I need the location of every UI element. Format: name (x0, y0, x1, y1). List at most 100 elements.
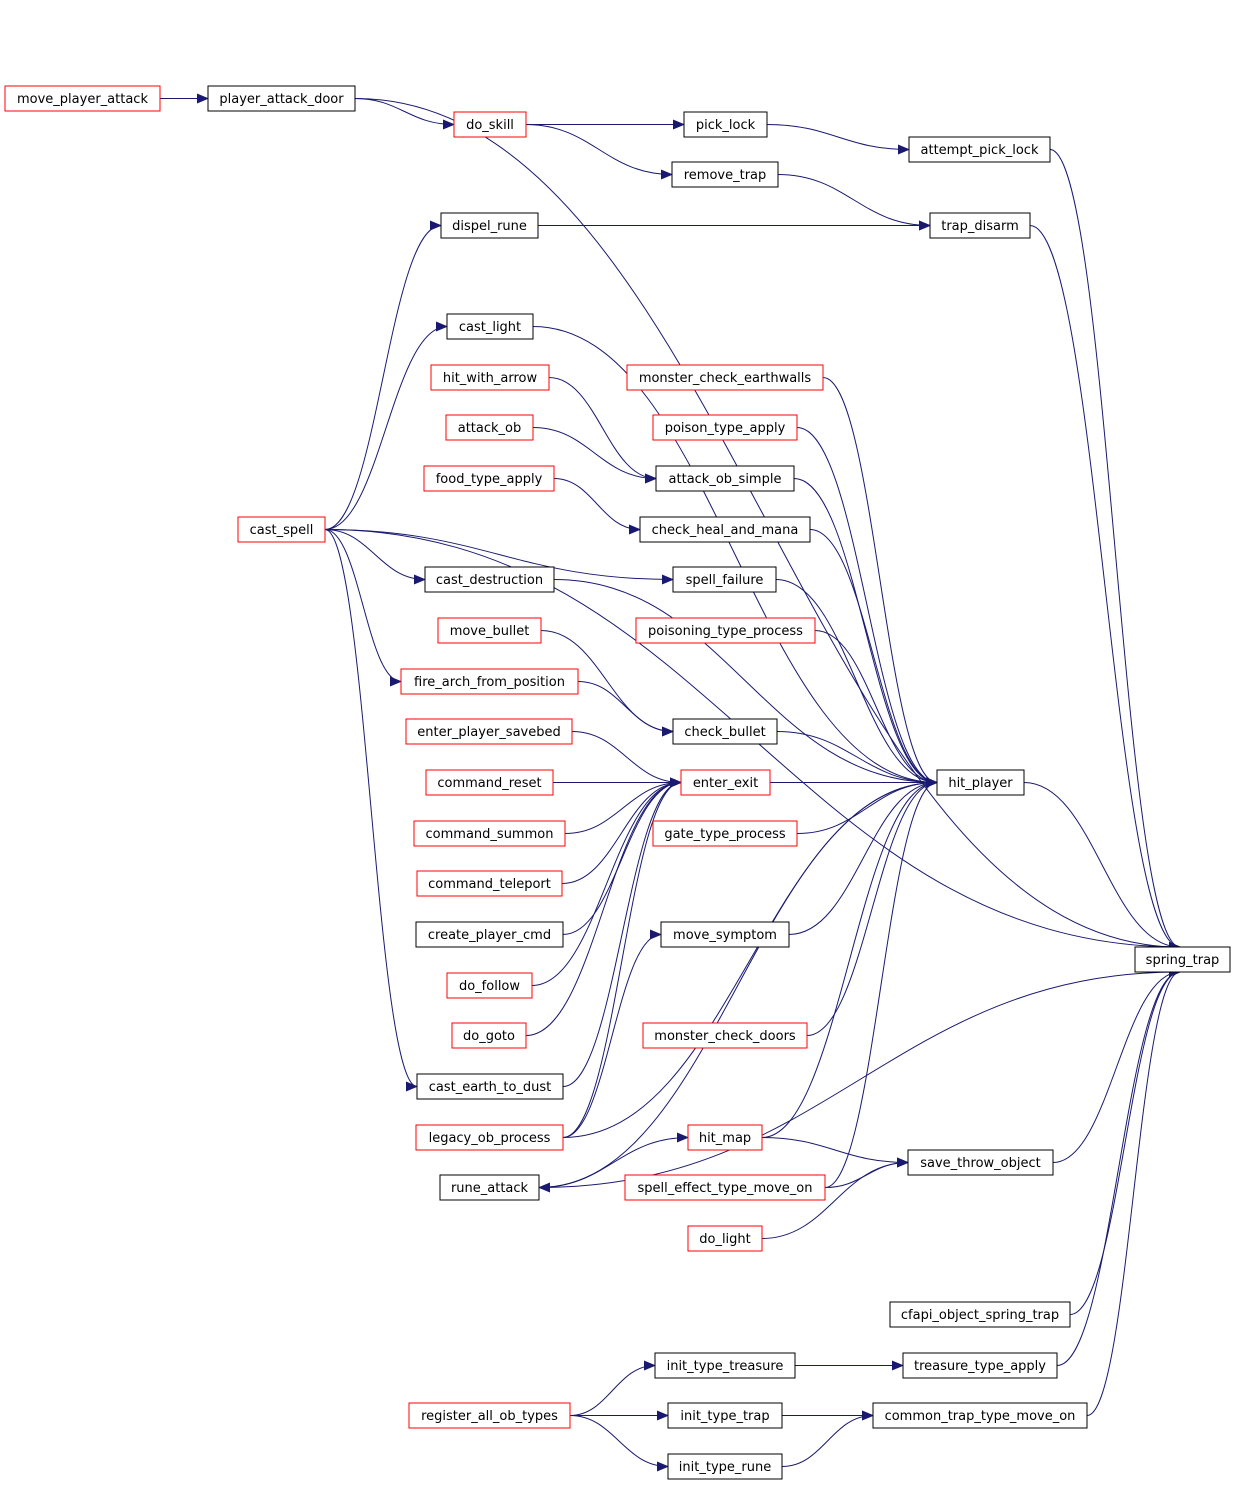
edge-spell_failure-to-hit_player (775, 579, 938, 788)
node-enter_exit[interactable]: enter_exit (680, 769, 771, 796)
node-label: check_heal_and_mana (652, 523, 799, 538)
node-box (936, 769, 1025, 796)
node-register_all_ob_types[interactable]: register_all_ob_types (408, 1402, 571, 1429)
node-label: player_attack_door (219, 92, 344, 107)
node-hit_with_arrow[interactable]: hit_with_arrow (430, 364, 550, 391)
node-legacy_ob_process[interactable]: legacy_ob_process (415, 1124, 564, 1151)
edge-legacy_ob_process-to-enter_exit (562, 777, 682, 1138)
node-label: attack_ob (458, 421, 522, 436)
node-box (624, 1174, 826, 1201)
node-rune_attack[interactable]: rune_attack (439, 1174, 540, 1201)
node-init_type_rune[interactable]: init_type_rune (667, 1453, 783, 1480)
node-food_type_apply[interactable]: food_type_apply (423, 465, 555, 492)
node-cfapi_object_spring_trap[interactable]: cfapi_object_spring_trap (889, 1301, 1071, 1328)
node-cast_earth_to_dust[interactable]: cast_earth_to_dust (416, 1073, 564, 1100)
node-box (687, 1225, 763, 1252)
node-spell_effect_type_move_on[interactable]: spell_effect_type_move_on (624, 1174, 826, 1201)
edge-arrow (564, 777, 682, 834)
node-label: do_light (699, 1232, 751, 1247)
node-label: cast_light (459, 320, 521, 335)
node-box (680, 769, 771, 796)
node-gate_type_process[interactable]: gate_type_process (652, 820, 798, 847)
edge-create_player_cmd-to-enter_exit (562, 777, 682, 935)
node-attack_ob[interactable]: attack_ob (445, 414, 534, 441)
edge-spring_trap-to-rune_attack (538, 971, 1181, 1193)
node-monster_check_doors[interactable]: monster_check_doors (642, 1022, 808, 1049)
edge-arrow (569, 1360, 656, 1416)
edge-cast_earth_to_dust-to-enter_exit (562, 777, 682, 1087)
edge-arrow (1069, 967, 1181, 1315)
node-attempt_pick_lock[interactable]: attempt_pick_lock (908, 136, 1051, 163)
node-command_reset[interactable]: command_reset (425, 769, 554, 796)
edge-fire_arch_from_position-to-check_bullet (577, 681, 674, 737)
node-box (446, 313, 534, 340)
edge-arrow (777, 174, 931, 231)
node-command_summon[interactable]: command_summon (413, 820, 566, 847)
node-move_player_attack[interactable]: move_player_attack (4, 85, 161, 112)
node-hit_player[interactable]: hit_player (936, 769, 1025, 796)
node-box (445, 414, 534, 441)
node-label: move_player_attack (17, 92, 148, 107)
node-box (908, 136, 1051, 163)
node-cast_destruction[interactable]: cast_destruction (424, 566, 555, 593)
node-label: cast_spell (250, 523, 314, 538)
node-do_follow[interactable]: do_follow (446, 972, 533, 999)
node-box (639, 516, 811, 543)
node-label: register_all_ob_types (421, 1409, 558, 1424)
node-spring_trap[interactable]: spring_trap (1134, 946, 1231, 973)
node-check_bullet[interactable]: check_bullet (672, 718, 778, 745)
node-trap_disarm[interactable]: trap_disarm (929, 212, 1031, 239)
node-attack_ob_simple[interactable]: attack_ob_simple (655, 465, 795, 492)
edge-arrow (324, 529, 426, 585)
edge-arrow (525, 777, 682, 1036)
node-poisoning_type_process[interactable]: poisoning_type_process (635, 617, 816, 644)
edge-trap_disarm-to-spring_trap (1029, 225, 1181, 952)
node-box (439, 1174, 540, 1201)
node-label: gate_type_process (664, 827, 786, 842)
node-do_skill[interactable]: do_skill (453, 111, 527, 138)
node-check_heal_and_mana[interactable]: check_heal_and_mana (639, 516, 811, 543)
node-spell_failure[interactable]: spell_failure (672, 566, 777, 593)
node-pick_lock[interactable]: pick_lock (683, 111, 768, 138)
node-do_light[interactable]: do_light (687, 1225, 763, 1252)
node-label: command_reset (437, 776, 541, 791)
edge-monster_check_earthwalls-to-hit_player (822, 377, 938, 788)
node-fire_arch_from_position[interactable]: fire_arch_from_position (400, 668, 579, 695)
node-monster_check_earthwalls[interactable]: monster_check_earthwalls (626, 364, 824, 391)
node-hit_map[interactable]: hit_map (687, 1124, 763, 1151)
node-save_throw_object[interactable]: save_throw_object (907, 1149, 1054, 1176)
node-player_attack_door[interactable]: player_attack_door (207, 85, 356, 112)
node-box (672, 566, 777, 593)
node-dispel_rune[interactable]: dispel_rune (440, 212, 539, 239)
node-cast_light[interactable]: cast_light (446, 313, 534, 340)
node-cast_spell[interactable]: cast_spell (237, 516, 326, 543)
node-init_type_trap[interactable]: init_type_trap (667, 1402, 783, 1429)
node-treasure_type_apply[interactable]: treasure_type_apply (902, 1352, 1058, 1379)
edge-arrow (761, 777, 938, 1138)
node-label: do_skill (466, 118, 514, 133)
node-common_trap_type_move_on[interactable]: common_trap_type_move_on (872, 1402, 1088, 1429)
edge-cast_spell-to-fire_arch_from_position (324, 529, 402, 687)
node-create_player_cmd[interactable]: create_player_cmd (415, 921, 564, 948)
node-move_bullet[interactable]: move_bullet (437, 617, 542, 644)
node-remove_trap[interactable]: remove_trap (671, 161, 779, 188)
node-poison_type_apply[interactable]: poison_type_apply (652, 414, 798, 441)
edge-arrow (761, 1157, 909, 1239)
node-enter_player_savebed[interactable]: enter_player_savebed (405, 718, 573, 745)
node-box (929, 212, 1031, 239)
edge-arrow (562, 929, 662, 1138)
node-box (872, 1402, 1088, 1429)
edge-command_teleport-to-enter_exit (561, 777, 682, 884)
node-init_type_treasure[interactable]: init_type_treasure (654, 1352, 796, 1379)
node-command_teleport[interactable]: command_teleport (416, 870, 563, 897)
edge-treasure_type_apply-to-spring_trap (1056, 967, 1181, 1366)
edge-check_heal_and_mana-to-hit_player (809, 529, 938, 788)
node-label: init_type_treasure (667, 1359, 784, 1374)
node-box (4, 85, 161, 112)
node-label: move_symptom (673, 928, 777, 943)
node-do_goto[interactable]: do_goto (451, 1022, 527, 1049)
node-box (667, 1453, 783, 1480)
edge-poison_type_apply-to-hit_player (796, 427, 938, 788)
node-move_symptom[interactable]: move_symptom (660, 921, 790, 948)
